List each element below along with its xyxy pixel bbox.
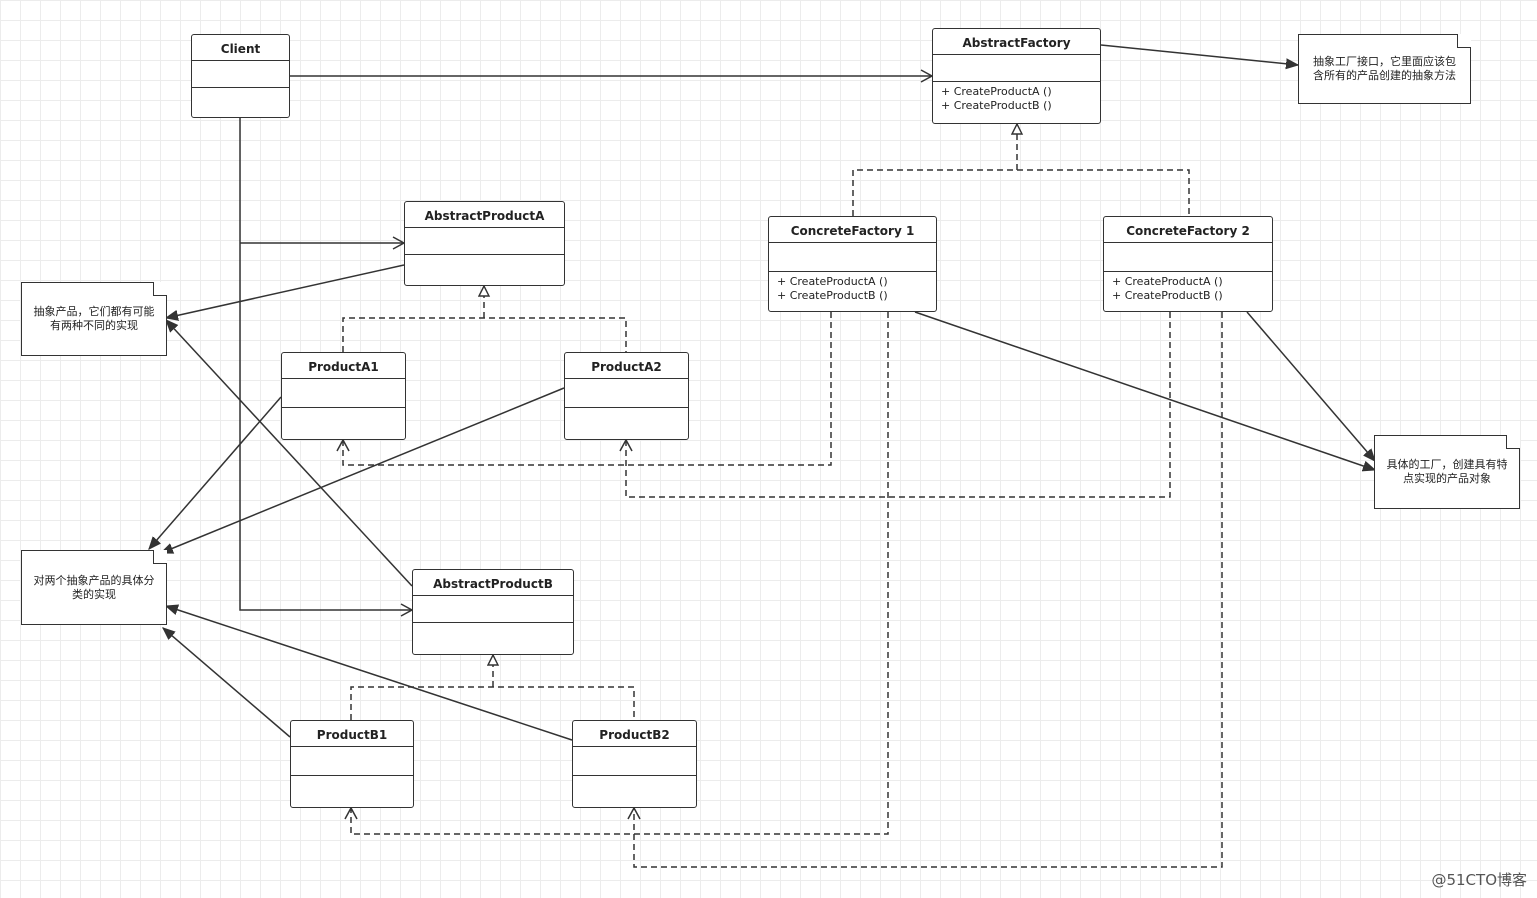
cf1-to-factory-note [914,311,1375,470]
class-operations [291,776,413,807]
class-client[interactable]: Client [191,34,290,118]
note-concrete-factory[interactable]: 具体的工厂，创建具有特点实现的产品对象 [1374,435,1520,509]
note-concrete-product[interactable]: 对两个抽象产品的具体分类的实现 [21,550,167,625]
operation: + CreateProductA () [1112,275,1223,288]
class-concrete-factory-2[interactable]: ConcreteFactory 2 + CreateProductA () + … [1103,216,1273,312]
class-operations [282,408,405,439]
class-title: ProductA1 [282,353,405,379]
cf2-creates-a2 [619,312,1171,498]
note-fold-line [153,282,167,296]
class-attributes [565,379,688,408]
client-trunk [239,118,414,617]
note-abstract-product[interactable]: 抽象产品，它们都有可能有两种不同的实现 [21,282,167,356]
note-text: 抽象产品，它们都有可能有两种不同的实现 [33,305,155,332]
cf1-creates-a1 [336,312,832,466]
class-product-a2[interactable]: ProductA2 [564,352,689,440]
class-attributes [573,747,696,776]
class-operations [413,623,573,654]
class-title: ConcreteFactory 1 [769,217,936,243]
realize-products-b [350,686,635,720]
apa-to-note [166,264,405,318]
af-to-note [1100,44,1298,65]
note-text: 具体的工厂，创建具有特点实现的产品对象 [1386,458,1508,485]
class-title: ProductB1 [291,721,413,747]
class-abstract-factory[interactable]: AbstractFactory + CreateProductA () + Cr… [932,28,1101,124]
class-concrete-factory-1[interactable]: ConcreteFactory 1 + CreateProductA () + … [768,216,937,312]
realize-products-a [342,317,627,352]
class-operations: + CreateProductA () + CreateProductB () [769,272,936,311]
note-fold [153,282,167,296]
operation: + CreateProductA () [941,85,1052,98]
class-attributes [192,61,289,88]
note-fold-line [1457,34,1471,48]
b1-to-impl-note [163,628,291,738]
operation: + CreateProductB () [777,289,888,302]
class-operations [192,88,289,117]
class-product-a1[interactable]: ProductA1 [281,352,406,440]
note-fold [1457,34,1471,48]
note-text: 抽象工厂接口，它里面应该包含所有的产品创建的抽象方法 [1313,55,1456,82]
note-fold [153,550,167,564]
class-attributes [405,228,564,255]
class-title: Client [192,35,289,61]
note-abstract-factory[interactable]: 抽象工厂接口，它里面应该包含所有的产品创建的抽象方法 [1298,34,1471,104]
cf2-to-factory-note [1246,311,1375,461]
a1-to-impl-note [149,396,282,549]
class-title: ConcreteFactory 2 [1104,217,1272,243]
class-operations [565,408,688,439]
class-abstract-product-a[interactable]: AbstractProductA [404,201,565,286]
realize-factories [852,169,1190,216]
class-attributes [769,243,936,272]
class-title: ProductA2 [565,353,688,379]
cf2-creates-b2 [627,312,1223,868]
class-abstract-product-b[interactable]: AbstractProductB [412,569,574,655]
note-fold-line [1506,435,1520,449]
class-title: AbstractProductA [405,202,564,228]
class-product-b2[interactable]: ProductB2 [572,720,697,808]
class-attributes [1104,243,1272,272]
class-operations [405,255,564,285]
class-attributes [291,747,413,776]
watermark: @51CTO博客 [1431,871,1527,889]
a2-to-impl-note [161,387,565,554]
class-attributes [282,379,405,408]
note-fold-line [153,550,167,564]
note-fold [1506,435,1520,449]
class-title: AbstractFactory [933,29,1100,55]
operation: + CreateProductB () [941,99,1052,112]
class-attributes [933,55,1100,82]
operation: + CreateProductA () [777,275,888,288]
class-operations: + CreateProductA () + CreateProductB () [933,82,1100,123]
operation: + CreateProductB () [1112,289,1223,302]
class-operations [573,776,696,807]
class-product-b1[interactable]: ProductB1 [290,720,414,808]
note-text: 对两个抽象产品的具体分类的实现 [33,573,155,601]
class-attributes [413,596,573,623]
apb-to-note [166,320,413,587]
b2-to-impl-note [166,606,573,741]
class-title: AbstractProductB [413,570,573,596]
class-operations: + CreateProductA () + CreateProductB () [1104,272,1272,311]
cf1-creates-b1 [344,312,889,835]
class-title: ProductB2 [573,721,696,747]
